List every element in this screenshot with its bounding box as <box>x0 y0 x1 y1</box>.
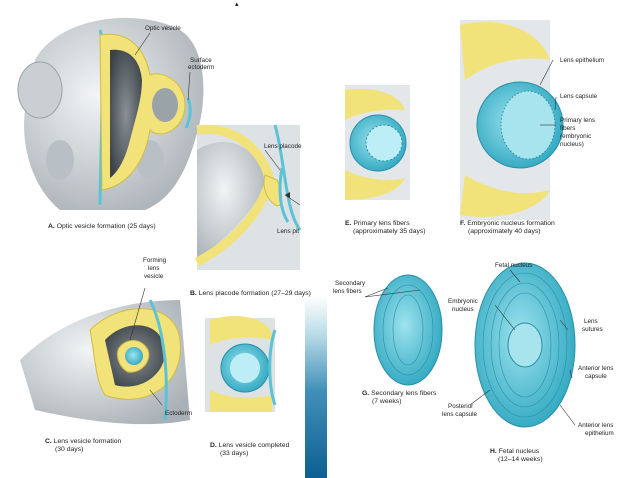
label-lens-placode: Lens placode <box>264 143 302 150</box>
caption-e-text-1: Primary lens fibers <box>353 220 410 227</box>
caption-c-letter: C. <box>45 438 52 445</box>
caption-e-text-2: (approximately 35 days) <box>353 228 426 236</box>
caption-d-text-2: (33 days) <box>220 450 249 458</box>
caption-d: D. Lens vesicle completed (33 days) <box>210 442 289 458</box>
caption-f-text-1: Embryonic nucleus formation <box>467 220 555 227</box>
label-surface-ectoderm-1: Surface <box>190 57 212 64</box>
label-lens-sutures-2: sutures <box>582 326 603 333</box>
panel-g-secondary-lens-fibers <box>364 274 443 386</box>
caption-a-letter: A. <box>48 223 55 230</box>
panel-a-optic-vesicle <box>17 17 204 210</box>
label-optic-vesicle: Optic vesicle <box>145 25 181 32</box>
label-primary-3: (embryonic <box>560 133 592 140</box>
label-primary-2: fibers <box>560 125 576 132</box>
caption-d-text-1: Lens vesicle completed <box>218 442 290 449</box>
caption-a: A. Optic vesicle formation (25 days) <box>48 223 156 231</box>
caption-h-text-1: Fetal nucleus <box>498 448 540 455</box>
label-posterior-capsule-2: lens capsule <box>442 411 478 418</box>
caption-c-text-1: Lens vesicle formation <box>53 438 122 445</box>
label-embryonic-2: nucleus <box>452 306 474 313</box>
label-anterior-epithelium-2: epithelium <box>585 430 614 437</box>
label-lens-sutures-1: Lens <box>584 318 598 325</box>
caption-b-text: Lens placode formation (27–29 days) <box>198 290 311 297</box>
label-fetal-nucleus: Fetal nucleus <box>495 262 533 269</box>
caption-b-letter: B. <box>190 290 197 297</box>
caption-g-text-1: Secondary lens fibers <box>371 390 437 397</box>
label-forming-3: vesicle <box>144 273 164 280</box>
caption-c: C. Lens vesicle formation (30 days) <box>45 438 121 454</box>
label-lens-pit: Lens pit <box>277 228 300 235</box>
caption-e-letter: E. <box>345 220 352 227</box>
caption-h-text-2: (12–14 weeks) <box>498 456 543 464</box>
caption-c-text-2: (30 days) <box>55 446 84 454</box>
caption-d-letter: D. <box>210 442 217 449</box>
caption-f: F. Embryonic nucleus formation (approxim… <box>460 220 555 236</box>
label-lens-epithelium: Lens epithelium <box>560 57 605 64</box>
label-embryonic-1: Embryonic <box>448 298 478 305</box>
label-anterior-capsule-2: capsule <box>585 373 607 380</box>
panel-h-fetal-nucleus <box>469 262 576 428</box>
panel-e-primary-lens-fibers <box>345 85 410 200</box>
caption-g-letter: G. <box>362 390 370 397</box>
panel-c-lens-vesicle-formation <box>20 287 190 425</box>
label-secondary-1: Secondary <box>335 280 366 287</box>
caption-a-text: Optic vesicle formation (25 days) <box>56 223 156 230</box>
stray-mark: ▴ <box>235 1 239 8</box>
panel-b-lens-placode <box>194 124 302 270</box>
caption-e: E. Primary lens fibers (approximately 35… <box>345 220 426 236</box>
caption-h: H. Fetal nucleus (12–14 weeks) <box>490 448 543 464</box>
label-posterior-capsule-1: Posterior <box>448 403 474 410</box>
caption-b: B. Lens placode formation (27–29 days) <box>190 290 311 298</box>
label-secondary-2: lens fibers <box>333 288 362 295</box>
label-lens-capsule: Lens capsule <box>560 93 598 100</box>
label-primary-1: Primary lens <box>560 117 595 124</box>
caption-g: G. Secondary lens fibers (7 weeks) <box>362 390 436 406</box>
label-forming-2: lens <box>148 265 160 272</box>
label-anterior-capsule-1: Anterior lens <box>578 365 614 372</box>
panel-d-lens-vesicle-completed <box>205 315 277 412</box>
caption-g-text-2: (7 weeks) <box>372 398 402 406</box>
caption-f-text-2: (approximately 40 days) <box>468 228 541 236</box>
panel-f-embryonic-nucleus <box>460 20 564 220</box>
label-primary-4: nucleus) <box>560 141 584 148</box>
label-anterior-epithelium-1: Anterior lens <box>578 422 614 429</box>
caption-h-letter: H. <box>490 448 497 455</box>
label-ectoderm: Ectoderm <box>165 410 192 417</box>
label-forming-1: Forming <box>143 257 167 264</box>
caption-f-letter: F. <box>460 220 466 227</box>
label-surface-ectoderm-2: ectoderm <box>188 64 215 71</box>
